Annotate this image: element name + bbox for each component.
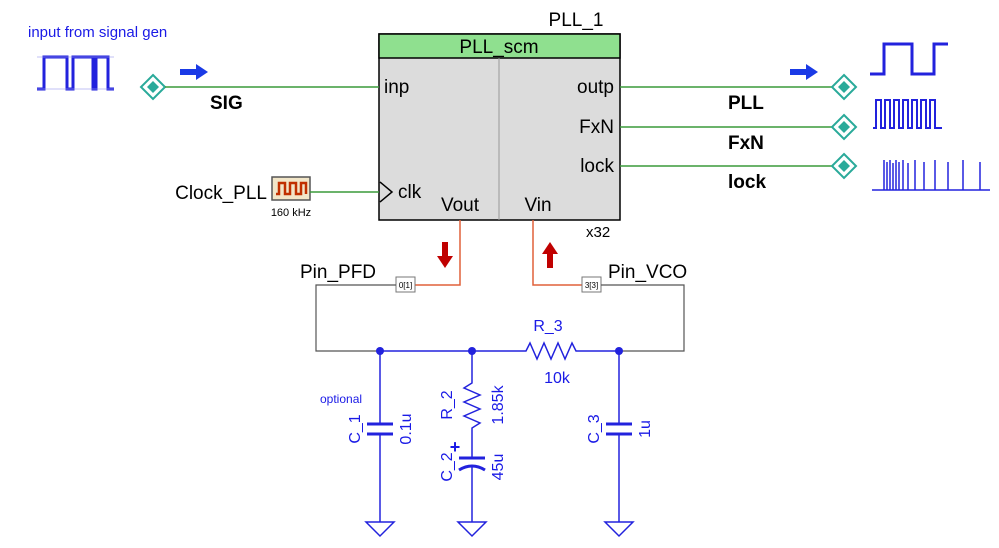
input-port-icon[interactable] [139,73,167,101]
r3-resistor[interactable] [517,341,580,361]
pin-fxn-label: FxN [579,117,614,138]
input-section: input from signal gen SIG [28,24,379,114]
r2-resistor[interactable] [462,379,482,458]
pll-instance-name: PLL_1 [549,10,604,31]
r3-value: 10k [544,370,571,387]
lock-waveform-icon [872,160,990,191]
fxn-waveform-icon [873,99,942,129]
pin-outp-label: outp [577,77,614,98]
pfd-net-wire[interactable] [315,284,396,352]
pin-vco-tag: 3[3] [585,281,598,290]
clk-triangle-icon [379,181,394,203]
fxn-port-icon[interactable] [830,113,858,141]
c3-name: C_3 [586,414,603,443]
vout-arrow-down-icon [437,242,453,268]
pll-waveform-icon [870,42,948,76]
input-caption: input from signal gen [28,24,167,41]
clock-frequency: 160 kHz [271,207,311,219]
pin-pfd-tag: 0[1] [399,281,412,290]
pll-net-label: PLL [728,93,764,114]
pin-vout-label: Vout [441,195,480,216]
vin-arrow-up-icon [542,242,558,268]
pin-vin-label: Vin [524,195,551,216]
vco-net-wire[interactable] [601,284,685,352]
pin-lock-label: lock [580,156,614,177]
fxn-net-label: FxN [728,133,764,154]
pll-model-name: PLL_scm [459,37,538,58]
pin-inp-label: inp [384,77,409,98]
input-direction-arrow-icon [180,64,208,80]
r2-value: 1.85k [490,384,507,424]
c3-value: 1u [637,420,654,438]
loop-filter: Pin_PFD 0[1] Pin_VCO 3[3] R_3 10k option… [300,220,687,538]
clock-name: Clock_PLL [175,183,267,204]
c2-polarity: + [450,437,461,457]
pll-block[interactable]: PLL_scm PLL_1 x32 inp clk outp FxN lock … [378,10,621,241]
vout-wire[interactable] [415,220,461,286]
sig-net-label: SIG [210,93,243,114]
input-waveform-icon [37,55,114,91]
output-section: PLL FxN lock [620,42,990,193]
c2-name: C_2 [439,452,456,481]
pin-vco-label: Pin_VCO [608,262,687,283]
r2-name: R_2 [439,390,456,419]
ground-c1-icon [364,521,396,538]
clock-source[interactable]: Clock_PLL 160 kHz [175,176,379,219]
pll-multiplier: x32 [586,224,610,241]
r3-name: R_3 [533,318,562,335]
pin-clk-label: clk [398,182,422,203]
c2-value: 45u [490,454,507,481]
ground-c3-icon [603,521,635,538]
c1-value: 0.1u [398,413,415,444]
pin-pfd-label: Pin_PFD [300,262,376,283]
vin-wire[interactable] [532,220,582,286]
ground-c2-icon [456,521,488,538]
c1-note: optional [320,392,362,406]
c1-name: C_1 [347,414,364,443]
lock-port-icon[interactable] [830,152,858,180]
output-direction-arrow-icon [790,64,818,80]
pll-port-icon[interactable] [830,73,858,101]
lock-net-label: lock [728,172,766,193]
